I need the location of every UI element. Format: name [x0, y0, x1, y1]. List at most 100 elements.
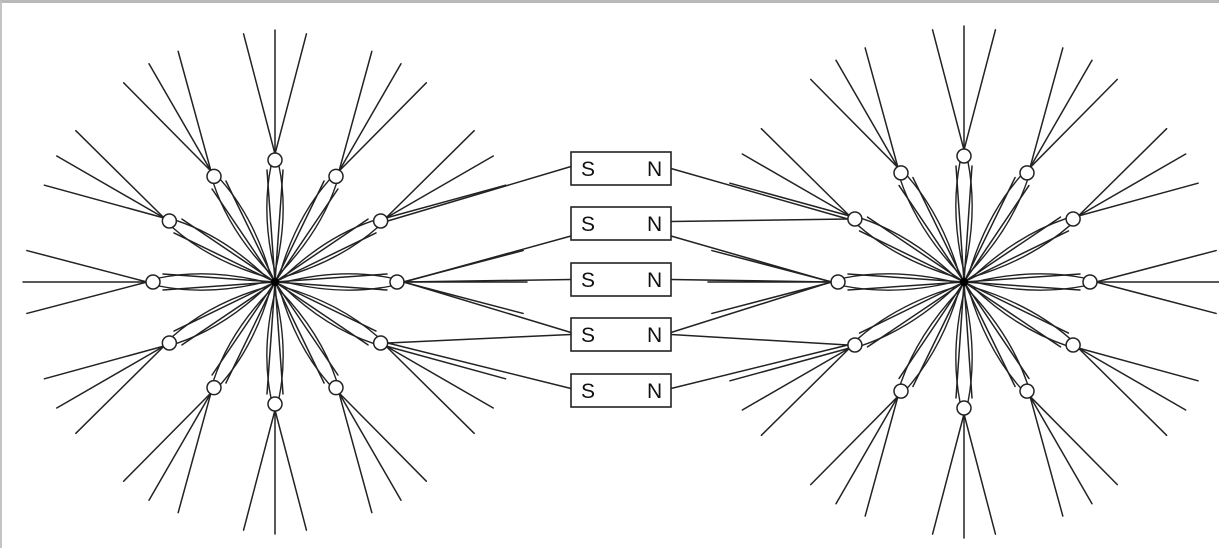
inner-wire — [274, 273, 388, 283]
outer-ray — [385, 345, 494, 409]
hub-center — [271, 278, 279, 286]
outer-ray — [963, 29, 997, 151]
inner-wire — [173, 232, 276, 283]
outer-ray — [338, 392, 373, 514]
inner-wire — [274, 281, 369, 346]
spoke-knot — [161, 213, 178, 229]
loop-rail — [279, 179, 331, 274]
spoke-knot — [161, 335, 178, 351]
inner-wire — [266, 281, 276, 395]
spoke — [809, 281, 965, 517]
outer-ray — [741, 153, 851, 217]
spoke — [274, 129, 507, 283]
connector-wire — [386, 165, 572, 222]
loop-rail — [283, 286, 374, 345]
south-pole-label: S — [581, 213, 595, 236]
connector-wire — [386, 333, 572, 344]
inner-wire — [866, 216, 965, 283]
outer-ray — [1077, 347, 1199, 382]
loop-rail — [274, 165, 284, 273]
inner-wire — [963, 281, 1030, 380]
inner-wire — [211, 188, 276, 283]
inner-wire — [963, 273, 1081, 283]
connector-wire — [403, 235, 572, 283]
magnet-body — [570, 151, 672, 186]
spoke — [242, 281, 308, 535]
loop-rail — [955, 291, 965, 403]
loop-rail — [968, 290, 1029, 385]
outer-ray — [1077, 182, 1199, 217]
outer-ray — [43, 184, 165, 219]
inner-wire — [963, 281, 1062, 348]
inner-wire — [898, 281, 965, 380]
inner-wire — [963, 176, 1016, 283]
spoke — [729, 281, 965, 437]
outer-ray — [729, 182, 851, 217]
loop-rail — [219, 290, 271, 385]
outer-ray — [1077, 127, 1168, 217]
outer-ray — [274, 409, 308, 531]
outer-ray — [242, 409, 276, 531]
outer-ray — [274, 33, 308, 155]
outer-ray — [338, 392, 428, 482]
loop-rail — [283, 226, 378, 278]
connector-wire — [403, 281, 572, 334]
hub-layer — [22, 25, 1219, 539]
inner-wire — [963, 165, 973, 283]
inner-wire — [225, 281, 276, 384]
inner-wire — [898, 184, 965, 283]
spoke-knot — [206, 379, 222, 396]
loop-rail — [963, 161, 973, 273]
north-pole-label: N — [647, 213, 662, 236]
outer-ray — [56, 345, 165, 409]
magnet-body — [570, 317, 672, 352]
inner-wire — [274, 180, 325, 283]
outer-ray — [1029, 395, 1119, 486]
outer-ray — [741, 347, 851, 411]
loop-rail — [861, 217, 956, 278]
outer-ray — [835, 59, 899, 169]
inner-wire — [274, 281, 377, 332]
loop-rail — [279, 183, 338, 274]
spoke-knot — [893, 165, 909, 181]
connector-wire — [670, 235, 832, 283]
outer-ray — [338, 63, 402, 172]
loop-rail — [906, 290, 960, 389]
outer-ray — [1095, 281, 1217, 315]
inner-wire — [173, 281, 276, 332]
inner-wire — [211, 281, 276, 376]
spoke-knot — [1065, 337, 1081, 353]
outer-ray — [177, 50, 212, 172]
inner-wire — [963, 184, 1030, 283]
inner-wire — [963, 281, 1016, 388]
loop-rail — [955, 161, 965, 273]
inner-wire — [858, 230, 965, 283]
spoke — [963, 249, 1219, 315]
loop-rail — [212, 290, 271, 381]
loop-rail — [284, 281, 392, 291]
spoke-knot — [389, 274, 405, 290]
connector-wire — [670, 278, 832, 283]
outer-ray — [26, 249, 148, 283]
outer-ray — [56, 155, 165, 219]
loop-rail — [906, 175, 960, 274]
spoke-knot — [1065, 211, 1081, 227]
spoke-knot — [893, 383, 909, 399]
spoke — [707, 249, 965, 315]
spoke-knot — [847, 211, 863, 227]
south-pole-label: S — [581, 158, 595, 181]
inner-wire — [858, 281, 965, 334]
loop-rail — [973, 273, 1085, 283]
spoke-knot — [145, 274, 161, 290]
inner-wire — [963, 281, 1081, 291]
outer-ray — [385, 129, 475, 219]
loop-rail — [972, 286, 1071, 340]
inner-wire — [866, 281, 965, 348]
north-pole-label: N — [647, 269, 662, 292]
inner-wire — [912, 281, 965, 388]
outer-ray — [385, 345, 507, 380]
outer-ray — [809, 78, 899, 169]
outer-ray — [75, 345, 165, 435]
outer-ray — [385, 345, 475, 435]
